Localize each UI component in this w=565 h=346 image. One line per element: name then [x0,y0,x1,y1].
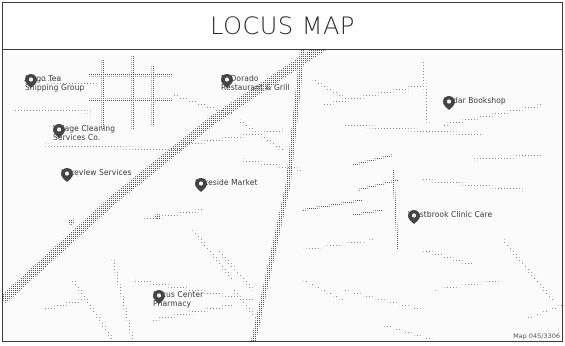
map-pin-icon [221,74,233,88]
minor-road [302,154,399,251]
poi-label: Lakeview Services [61,168,132,177]
map-canvas[interactable]: Lingo Tea Shipping Group El Dorado Resta… [3,50,562,341]
road-network [3,50,562,341]
minor-road [422,153,555,301]
minor-road [111,208,255,341]
title-bar: LOCUS MAP [3,3,562,50]
map-id-label: Map 045/3306 [513,332,560,340]
map-pin-icon [408,210,420,224]
poi-el-dorado[interactable]: El Dorado Restaurant & Grill [221,74,290,92]
poi-label: Westbrook Clinic Care [408,210,493,219]
secondary-road [250,50,305,341]
map-frame: LOCUS MAP [2,2,563,342]
minor-road [312,59,544,137]
map-pin-icon [25,74,37,88]
poi-lakeview-services[interactable]: Lakeview Services [61,168,132,182]
minor-road [172,93,304,172]
map-pin-icon [443,96,455,110]
poi-cedar-bookshop[interactable]: Cedar Bookshop [443,96,506,110]
minor-road [302,239,562,341]
minor-road [42,279,260,341]
minor-road [88,55,173,130]
poi-label: Village Cleaning Services Co. [53,124,116,142]
poi-westbrook-clinic[interactable]: Westbrook Clinic Care [408,210,493,224]
poi-lingo-tea[interactable]: Lingo Tea Shipping Group [25,74,84,92]
poi-label: Lakeside Market [195,178,258,187]
major-road [3,50,327,304]
poi-locus-center[interactable]: Locus Center Pharmacy [153,290,203,308]
map-pin-icon [53,124,65,138]
map-pin-icon [61,168,73,182]
poi-village-cleaning[interactable]: Village Cleaning Services Co. [53,124,115,142]
map-title: LOCUS MAP [210,12,355,40]
map-pin-icon [195,178,207,192]
poi-lakeside-market[interactable]: Lakeside Market [195,178,258,192]
map-pin-icon [153,290,165,304]
